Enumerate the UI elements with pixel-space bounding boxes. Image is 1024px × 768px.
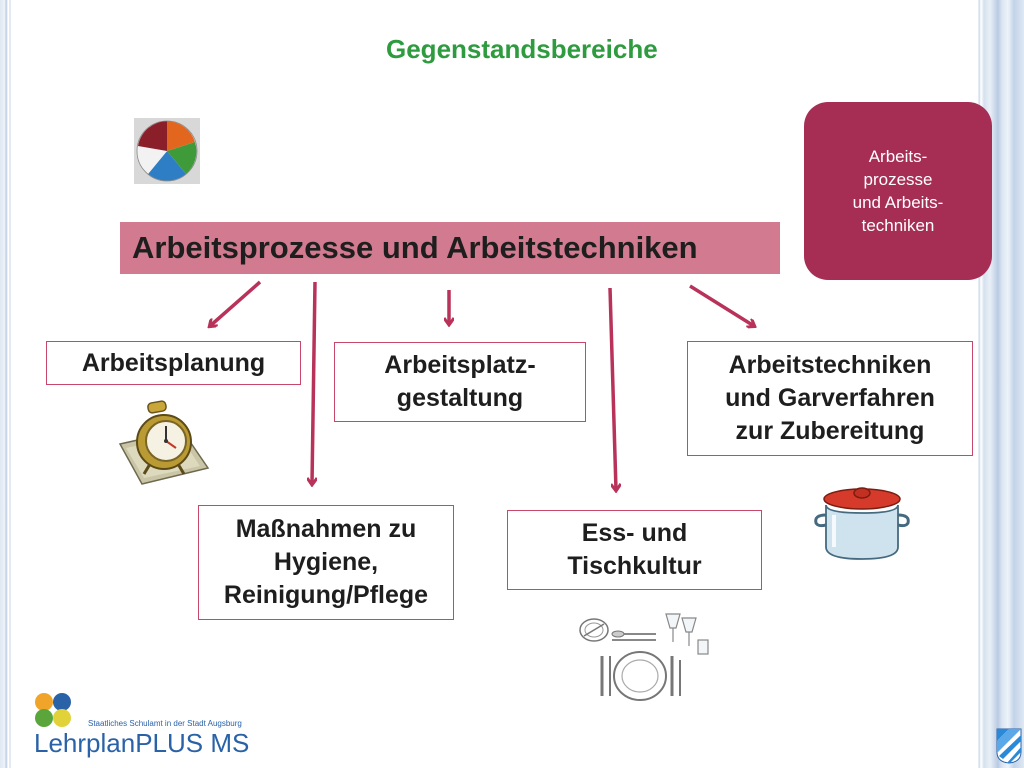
box-line: gestaltung [396, 384, 524, 412]
box-line: Hygiene, [273, 548, 379, 576]
arrow-to-esskultur [608, 287, 616, 490]
box-line: Tischkultur [567, 552, 702, 580]
cooking-pot-icon [814, 487, 910, 560]
box-hygiene: Maßnahmen zu Hygiene, Reinigung/Pflege [198, 505, 454, 620]
box-arbeitsplatz: Arbeitsplatz- gestaltung [334, 342, 586, 422]
badge-line: und Arbeits- [852, 193, 944, 212]
logo-subtitle: Staatliches Schulamt in der Stadt Augsbu… [88, 719, 242, 728]
box-esskultur: Ess- und Tischkultur [507, 510, 762, 590]
box-arbeitsplanung: Arbeitsplanung [46, 341, 301, 385]
logo-name: LehrplanPLUS MS [34, 728, 250, 758]
arrow-to-techniken [689, 284, 754, 326]
box-line: Arbeitstechniken [728, 351, 932, 379]
badge-line: techniken [861, 216, 935, 235]
topic-badge: Arbeits- prozesse und Arbeits- techniken [804, 102, 992, 280]
box-line: und Garverfahren [725, 384, 935, 412]
box-line: Maßnahmen zu [235, 515, 417, 543]
arrow-to-hygiene [312, 281, 315, 484]
left-frame [0, 0, 16, 768]
box-arbeitstechniken: Arbeitstechniken und Garverfahren zur Zu… [687, 341, 973, 456]
arrow-to-planung [210, 280, 262, 326]
box-line: Reinigung/Pflege [223, 581, 429, 609]
box-line: zur Zubereitung [735, 417, 925, 445]
box-line: Arbeitsplanung [81, 348, 266, 377]
box-line: Ess- und [581, 519, 688, 547]
main-title: Arbeitsprozesse und Arbeitstechniken [132, 230, 698, 265]
logo-puzzle-icon [35, 693, 71, 727]
pie-wheel-icon [134, 118, 200, 184]
badge-line: Arbeits- [868, 147, 928, 166]
alarm-clock-icon [118, 400, 210, 485]
bavaria-flag-icon [996, 728, 1022, 764]
main-title-banner: Arbeitsprozesse und Arbeitstechniken [120, 222, 780, 274]
box-line: Arbeitsplatz- [384, 351, 536, 379]
page-heading: Gegenstandsbereiche [386, 34, 658, 64]
badge-line: prozesse [863, 170, 933, 189]
table-setting-icon [579, 613, 709, 701]
